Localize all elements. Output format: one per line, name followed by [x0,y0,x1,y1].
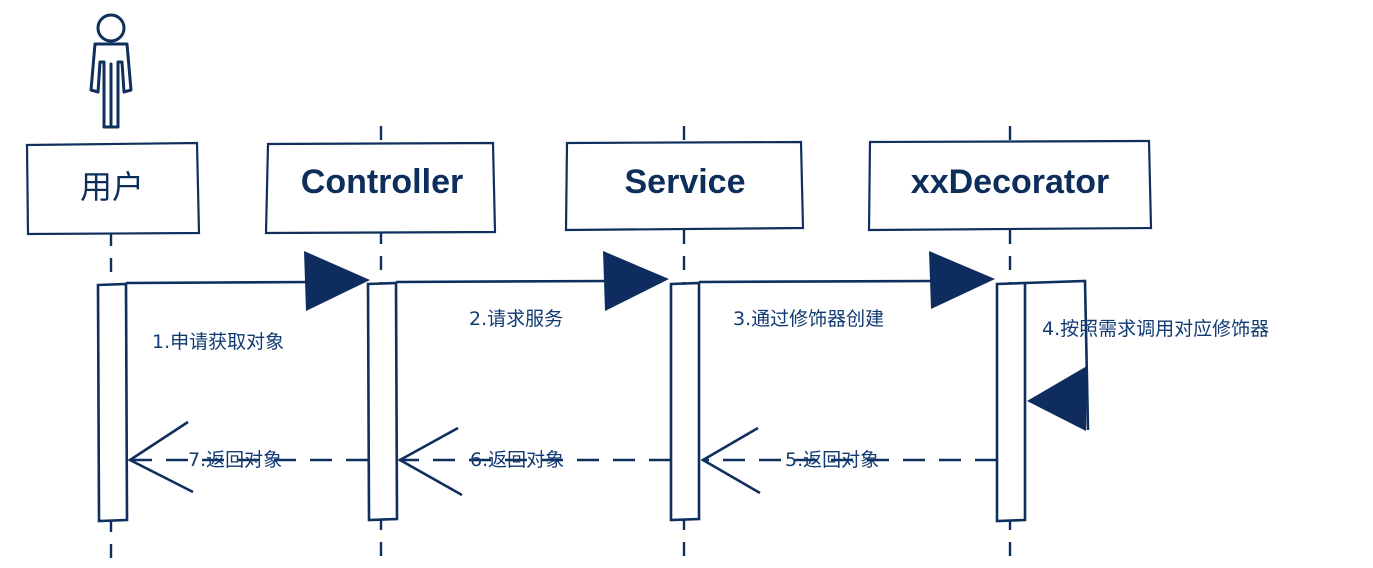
message-label-3: 3.通过修饰器创建 [733,308,884,330]
participant-service: Service [564,140,805,232]
participant-label-service: Service [625,163,746,201]
message-label-6: 6.返回对象 [470,449,564,471]
message-2: 2.请求服务 [395,251,669,330]
message-7-return: 7.返回对象 [127,420,368,494]
participant-controller: Controller [264,141,497,235]
participant-label-controller: Controller [301,163,463,201]
message-label-1: 1.申请获取对象 [152,331,284,353]
message-6-return: 6.返回对象 [397,426,671,497]
participant-label-decorator: xxDecorator [911,163,1109,201]
activation-user [96,282,129,523]
participant-user: 用户 [25,141,201,236]
activation-decorator [995,281,1027,523]
message-5-return: 5.返回对象 [700,426,997,495]
actor-figure-icon [89,13,133,129]
message-4-self: 4.按照需求调用对应修饰器 [1024,279,1269,431]
message-3: 3.通过修饰器创建 [698,251,995,330]
activation-bars [96,281,1027,523]
activation-service [669,281,701,522]
participant-label-user: 用户 [80,168,144,206]
message-1: 1.申请获取对象 [125,251,370,353]
message-label-4: 4.按照需求调用对应修饰器 [1042,318,1269,340]
activation-controller [366,281,399,522]
message-label-5: 5.返回对象 [785,449,879,471]
message-label-7: 7.返回对象 [188,449,282,471]
message-label-2: 2.请求服务 [469,308,563,330]
participant-decorator: xxDecorator [867,139,1153,232]
